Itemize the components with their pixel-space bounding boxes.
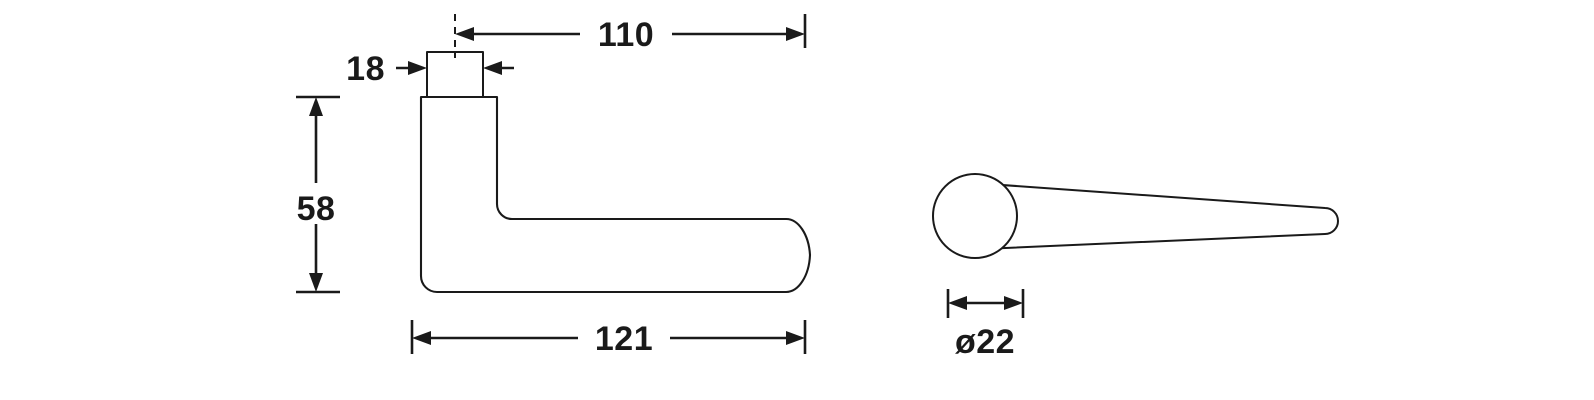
dimension-121-label: 121 <box>595 320 653 358</box>
dimension-58-arrow-top <box>309 97 323 116</box>
dimension-d22-arrow-right <box>1004 296 1023 310</box>
dimension-121-arrow-right <box>786 331 805 345</box>
dimension-110-label: 110 <box>598 16 654 54</box>
dimension-110-arrow-left <box>455 27 474 41</box>
rose-boss-outline <box>426 51 484 98</box>
dimension-18-label: 18 <box>346 50 385 88</box>
dimension-58-label: 58 <box>297 190 336 228</box>
lever-body-outline <box>419 95 812 294</box>
plan-view: ø22 <box>932 173 1339 361</box>
dimension-18-arrow-left <box>408 61 427 75</box>
side-elevation-view: 110 18 58 <box>296 14 812 358</box>
dimension-18-arrow-right <box>483 61 502 75</box>
dimension-110: 110 <box>455 14 807 54</box>
dimension-121-arrow-left <box>412 331 431 345</box>
dimension-58-arrow-bottom <box>309 273 323 292</box>
dimension-110-arrow-right <box>786 27 805 41</box>
rose-circle-outline <box>932 173 1018 259</box>
dimension-d22-label: ø22 <box>955 323 1015 361</box>
dimension-18: 18 <box>346 50 514 88</box>
dimension-d22-arrow-left <box>948 296 967 310</box>
dimension-121: 121 <box>410 320 807 358</box>
dimension-58: 58 <box>296 95 340 294</box>
dimension-diameter-22: ø22 <box>946 289 1025 361</box>
